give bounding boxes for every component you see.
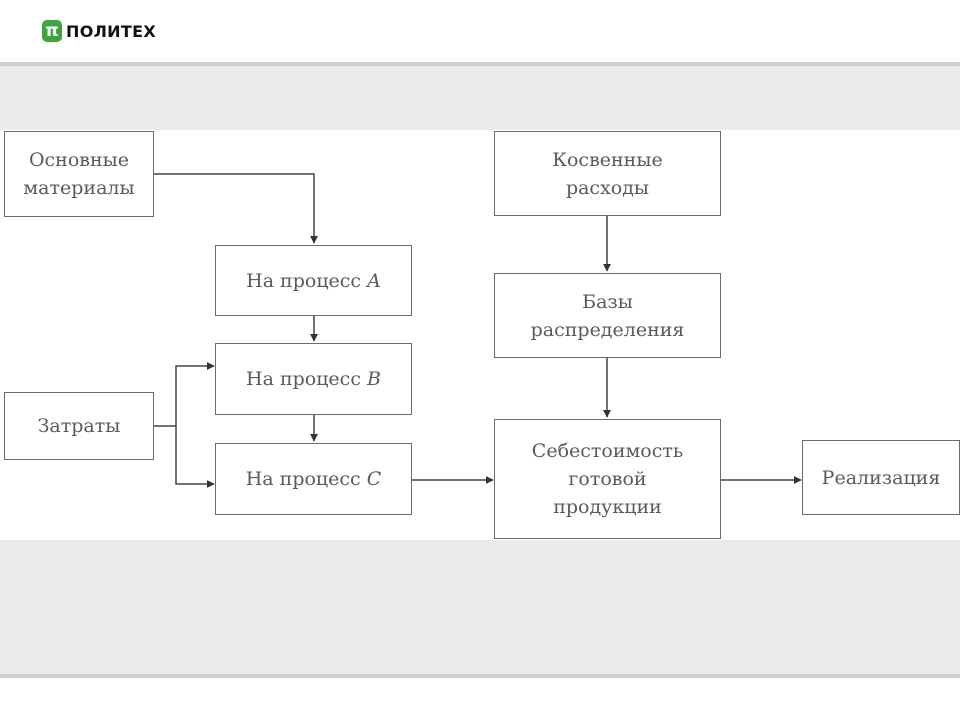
header: π ПОЛИТЕХ (0, 0, 960, 62)
box-basic-materials-line1: Основные (28, 149, 130, 171)
box-finished-goods-cost: Себестоимость готовой продукции (494, 419, 721, 539)
box-indirect-expenses: Косвенные расходы (494, 131, 721, 216)
box-costs: Затраты (4, 392, 154, 460)
box-basic-materials: Основные материалы (4, 131, 154, 217)
process-c-text: На процесс (245, 468, 367, 490)
process-b-text: На процесс (246, 368, 368, 390)
connector-lines (154, 173, 802, 488)
cost-flow-diagram: Основные материалы Затраты На процесс A … (0, 130, 960, 540)
box-bases-line2: распределения (530, 318, 685, 341)
box-cost-price-line3: продукции (553, 496, 662, 518)
box-bases-line1: Базы (582, 290, 633, 313)
process-c-letter: C (366, 468, 382, 490)
box-process-a: На процесс A (215, 245, 412, 316)
box-indirect-line1: Косвенные (552, 148, 663, 171)
box-process-c: На процесс C (215, 443, 412, 515)
process-b-letter: B (367, 368, 381, 390)
box-sales-label: Реализация (821, 466, 941, 489)
box-sales: Реализация (802, 440, 960, 515)
box-process-b: На процесс B (215, 343, 412, 415)
box-allocation-bases: Базы распределения (494, 273, 721, 358)
box-costs-label: Затраты (37, 415, 121, 437)
process-a-text: На процесс (246, 269, 368, 292)
arrow-materials-to-process-a (154, 173, 318, 244)
arrow-costs-to-process-b (175, 362, 215, 426)
logo[interactable]: π ПОЛИТЕХ (42, 20, 156, 42)
box-cost-price-line1: Себестоимость (531, 440, 684, 462)
logo-text: ПОЛИТЕХ (66, 21, 156, 41)
top-divider (0, 62, 960, 66)
bottom-divider (0, 674, 960, 678)
pi-logo-icon: π (42, 20, 62, 42)
box-basic-materials-line2: материалы (23, 177, 135, 199)
box-cost-price-line2: готовой (568, 468, 647, 490)
arrow-costs-to-process-c (175, 426, 215, 488)
process-a-letter: A (367, 269, 381, 292)
box-indirect-line2: расходы (565, 176, 650, 199)
